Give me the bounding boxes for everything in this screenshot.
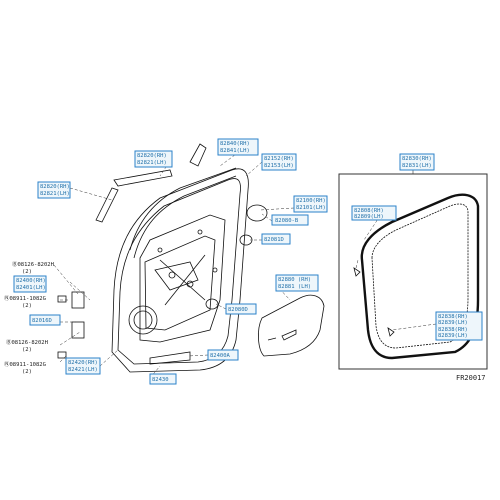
svg-text:(2): (2) (22, 347, 32, 353)
label-82400a[interactable]: 82400A (207, 349, 239, 361)
svg-text:82101(LH): 82101(LH) (296, 205, 326, 211)
svg-text:Ⓝ08911-1082G: Ⓝ08911-1082G (4, 360, 46, 368)
svg-text:82821(LH): 82821(LH) (40, 191, 70, 197)
svg-text:82880 (RH): 82880 (RH) (278, 277, 311, 283)
svg-text:82838(RH): 82838(RH) (438, 327, 468, 333)
label-82420-82421[interactable]: 82420(RH) 82421(LH) (65, 357, 101, 375)
weatherstrip-outline (360, 193, 480, 360)
door-trim-pad (258, 294, 325, 357)
label-82838-82839[interactable]: 82838(RH) 82839(LH) 82838(RH) 82839(LH) (435, 311, 483, 341)
svg-text:82080D: 82080D (228, 307, 248, 313)
label-82830-82831[interactable]: 82830(RH) 82831(LH) (399, 153, 435, 171)
svg-text:82831(LH): 82831(LH) (402, 163, 432, 169)
svg-text:Ⓑ08126-8202H: Ⓑ08126-8202H (12, 260, 54, 268)
label-08126-upper[interactable]: Ⓑ08126-8202H (2) (12, 260, 54, 275)
svg-text:82400(RH): 82400(RH) (16, 278, 46, 284)
label-82080-b[interactable]: 82080-B (271, 214, 309, 226)
svg-text:Ⓝ08911-1082G: Ⓝ08911-1082G (4, 294, 46, 302)
leader-lines (53, 145, 437, 379)
svg-text:82080-B: 82080-B (275, 218, 299, 224)
svg-text:82152(RH): 82152(RH) (264, 156, 294, 162)
svg-text:82821(LH): 82821(LH) (137, 160, 167, 166)
svg-text:82809(LH): 82809(LH) (354, 214, 384, 220)
clip-marker (353, 267, 395, 337)
figure-id: FR20017 (456, 374, 486, 382)
label-82016d[interactable]: 82016D (29, 314, 61, 326)
svg-text:82808(RH): 82808(RH) (354, 208, 384, 214)
door-panel-drawing (57, 143, 268, 373)
label-82808-82809[interactable]: 82808(RH) 82809(LH) (351, 205, 397, 221)
svg-text:82100(RH): 82100(RH) (296, 198, 326, 204)
label-82080d[interactable]: 82080D (225, 303, 257, 315)
svg-text:(2): (2) (22, 303, 32, 309)
svg-text:82840(RH): 82840(RH) (220, 141, 250, 147)
svg-text:82881 (LH): 82881 (LH) (278, 284, 311, 290)
svg-text:82016D: 82016D (32, 318, 52, 324)
svg-text:82421(LH): 82421(LH) (68, 367, 98, 373)
label-82081d[interactable]: 82081D (261, 233, 291, 245)
svg-text:82401(LH): 82401(LH) (16, 285, 46, 291)
label-08911-upper[interactable]: Ⓝ08911-1082G (2) (4, 294, 46, 309)
label-08126-lower[interactable]: Ⓑ08126-8202H (2) (6, 338, 48, 353)
svg-text:82820(RH): 82820(RH) (40, 184, 70, 190)
svg-text:82839(LH): 82839(LH) (438, 333, 468, 339)
svg-text:(2): (2) (22, 369, 32, 375)
label-82840-82841[interactable]: 82840(RH) 82841(LH) (217, 138, 259, 156)
svg-text:82820(RH): 82820(RH) (137, 153, 167, 159)
label-82100-82101[interactable]: 82100(RH) 82101(LH) (293, 195, 328, 213)
svg-text:82420(RH): 82420(RH) (68, 360, 98, 366)
svg-text:82400A: 82400A (210, 353, 231, 359)
svg-text:82841(LH): 82841(LH) (220, 148, 250, 154)
label-82430[interactable]: 82430 (149, 373, 177, 385)
label-82400-82401[interactable]: 82400(RH) 82401(LH) (13, 275, 47, 293)
svg-text:(2): (2) (22, 269, 32, 275)
label-82152-82153[interactable]: 82152(RH) 82153(LH) (261, 153, 297, 171)
svg-text:82838(RH): 82838(RH) (438, 314, 468, 320)
label-82820-82821-sash[interactable]: 82820(RH) 82821(LH) (134, 150, 173, 168)
label-08911-lower[interactable]: Ⓝ08911-1082G (2) (4, 360, 46, 375)
label-82880-82881[interactable]: 82880 (RH) 82881 (LH) (275, 274, 319, 292)
svg-text:Ⓑ08126-8202H: Ⓑ08126-8202H (6, 338, 48, 346)
svg-text:82839(LH): 82839(LH) (438, 320, 468, 326)
svg-text:82830(RH): 82830(RH) (402, 156, 432, 162)
svg-text:82153(LH): 82153(LH) (264, 163, 294, 169)
svg-text:82081D: 82081D (264, 237, 284, 243)
label-82820-82821[interactable]: 82820(RH) 82821(LH) (37, 181, 71, 199)
svg-text:82430: 82430 (152, 377, 169, 383)
